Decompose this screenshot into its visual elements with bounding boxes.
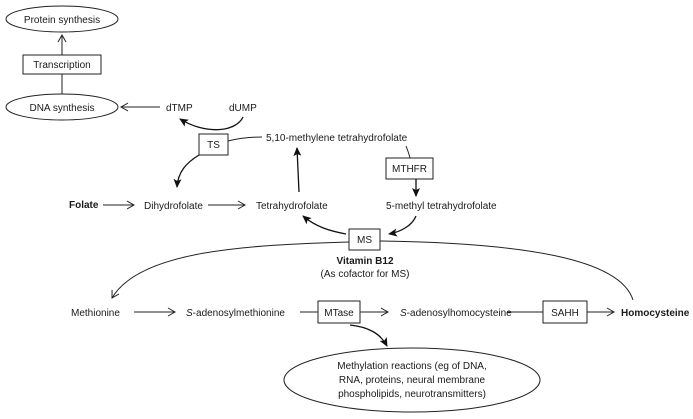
arrow-ms-to-thf <box>302 215 347 235</box>
homocysteine-label: Homocysteine <box>621 308 690 319</box>
tetrahydrofolate-label: Tetrahydrofolate <box>256 201 328 212</box>
methylation-line-2: RNA, proteins, neural membrane <box>339 375 486 386</box>
arrow-ts-to-dihydrofolate <box>173 154 200 188</box>
sahh-enzyme-node: SAHH <box>542 300 588 324</box>
sah-label: S-adenosylhomocysteine <box>400 308 512 319</box>
mthfr-label: MTHFR <box>392 164 427 175</box>
dtmp-label: dTMP <box>166 103 193 114</box>
methylene-thf-label: 5,10-methylene tetrahydrofolate <box>266 133 408 144</box>
arrow-ms-to-methionine <box>111 241 350 299</box>
arrow-thf-to-methylene <box>293 147 302 193</box>
ms-label: MS <box>357 235 372 246</box>
dna-synthesis-node: DNA synthesis <box>5 93 119 121</box>
sam-prefix: S <box>186 308 193 319</box>
sam-rest: -adenosylmethionine <box>193 308 286 319</box>
vitamin-b12-note: (As cofactor for MS) <box>321 269 410 280</box>
line-methylene-to-mthfr <box>405 145 411 159</box>
ms-enzyme-node: MS <box>348 228 381 251</box>
protein-synthesis-label: Protein synthesis <box>24 15 100 26</box>
transcription-label: Transcription <box>33 60 90 71</box>
sah-prefix: S <box>400 308 407 319</box>
arrow-dump-to-dtmp <box>179 116 244 131</box>
dump-label: dUMP <box>229 103 257 114</box>
methylation-line-1: Methylation reactions (eg of DNA, <box>337 361 487 372</box>
methyl-thf-label: 5-methyl tetrahydrofolate <box>386 201 497 212</box>
mtase-enzyme-node: MTase <box>317 300 361 324</box>
transcription-node: Transcription <box>22 54 102 75</box>
vitamin-b12-label: Vitamin B12 <box>336 256 393 267</box>
sam-label: S-adenosylmethionine <box>186 308 285 319</box>
methionine-label: Methionine <box>71 308 120 319</box>
dna-synthesis-label: DNA synthesis <box>29 103 94 114</box>
mtase-label: MTase <box>324 308 354 319</box>
dihydrofolate-label: Dihydrofolate <box>144 201 203 212</box>
arrow-methyl-thf-to-ms <box>388 215 417 237</box>
folate-label: Folate <box>69 200 99 211</box>
line-methylene-to-ts <box>227 136 263 142</box>
arrow-mtase-to-methylation <box>349 324 388 347</box>
ts-label: TS <box>207 140 220 151</box>
mthfr-enzyme-node: MTHFR <box>385 157 434 180</box>
methylation-reactions-node: Methylation reactions (eg of DNA, RNA, p… <box>283 347 541 413</box>
protein-synthesis-node: Protein synthesis <box>5 5 119 33</box>
methylation-line-3: phospholipids, neurotransmitters) <box>338 389 486 400</box>
sah-rest: -adenosylhomocysteine <box>407 308 512 319</box>
line-homocysteine-to-ms <box>379 240 634 301</box>
sahh-label: SAHH <box>551 308 579 319</box>
ts-enzyme-node: TS <box>198 133 229 156</box>
